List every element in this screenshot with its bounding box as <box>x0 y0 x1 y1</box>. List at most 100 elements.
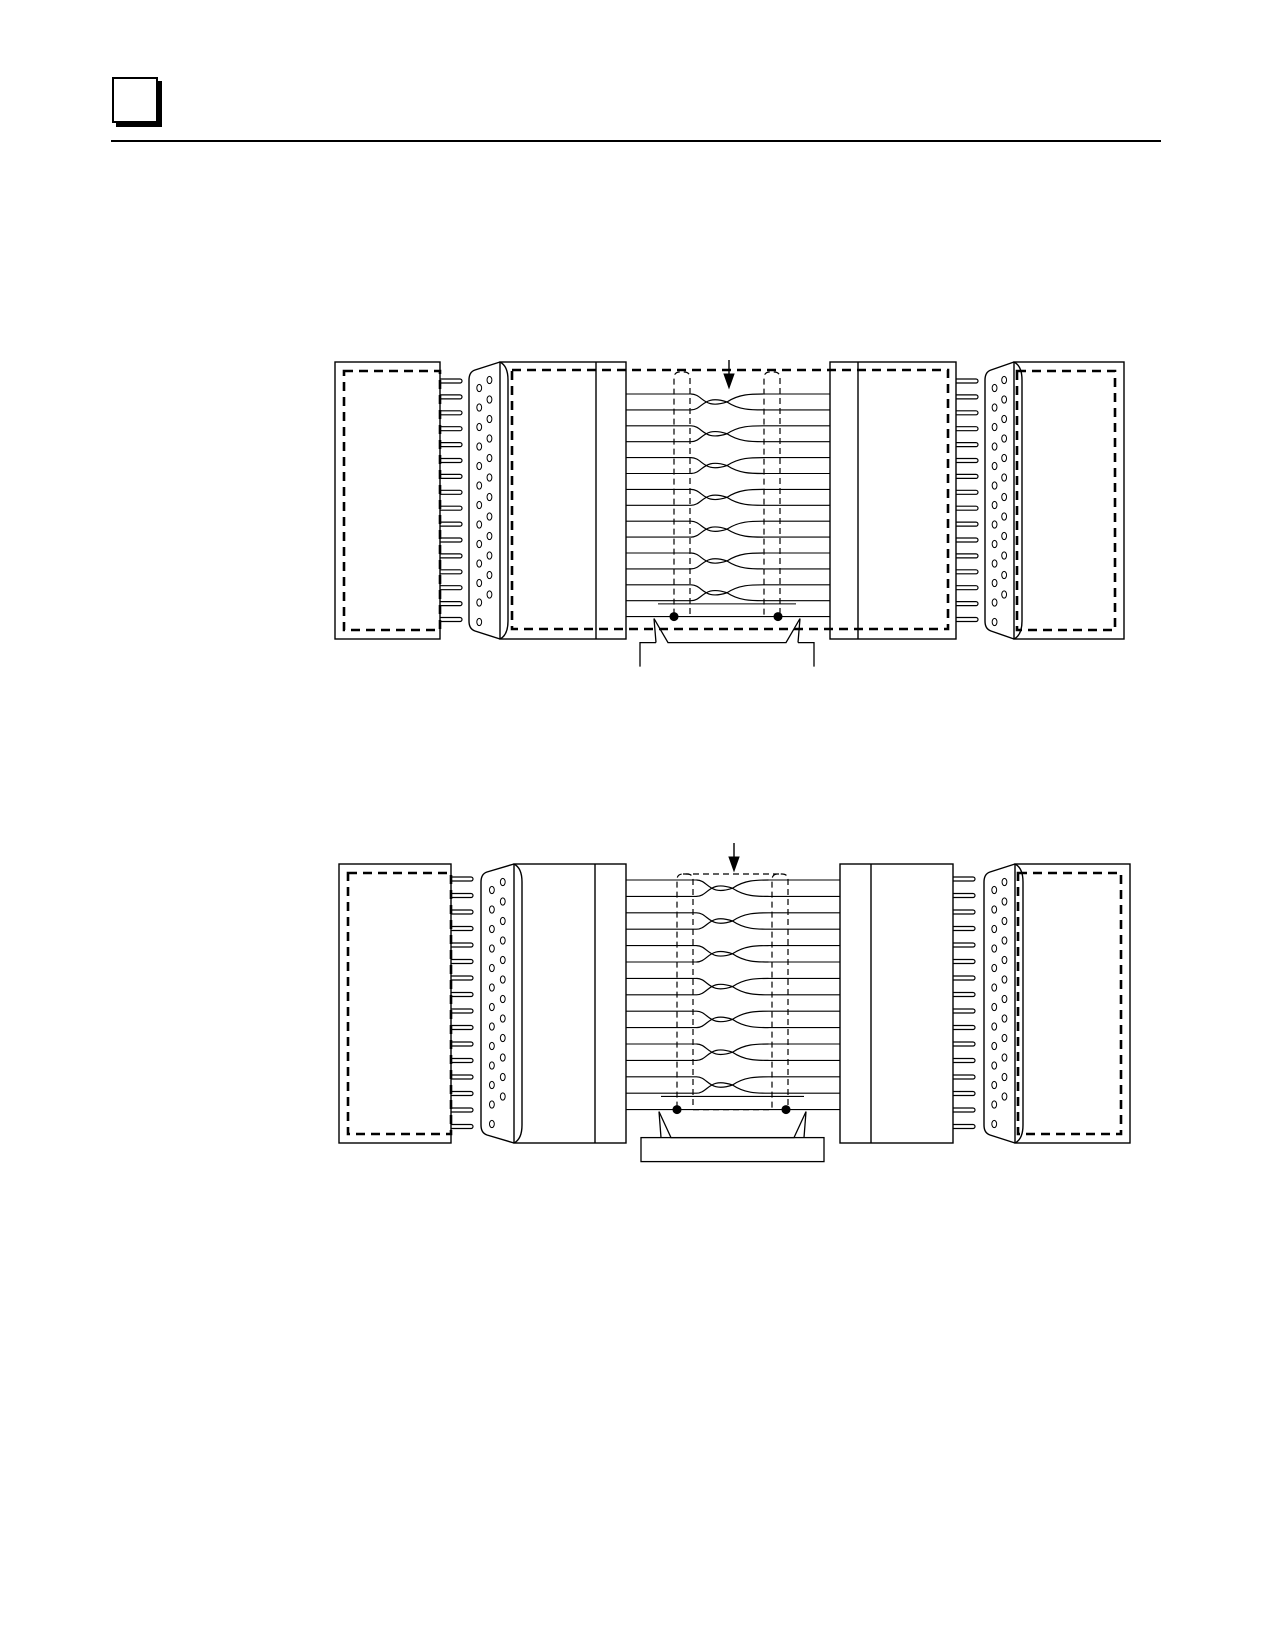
plug-pin-socket <box>499 877 506 887</box>
left-connector-body <box>513 863 627 1144</box>
pointer-arrowhead <box>723 373 735 390</box>
right-connector-pin <box>956 457 979 464</box>
left-terminal-inner-dashed <box>346 871 453 1136</box>
plug-pin-socket <box>476 500 483 510</box>
right-connector-pin <box>956 410 979 416</box>
ground-block <box>640 1136 825 1163</box>
plug-pin-socket <box>488 885 495 895</box>
plug-pin-socket <box>1001 877 1008 887</box>
plug-pin-socket <box>486 531 493 541</box>
right-terminal-inner-dashed <box>1015 369 1117 632</box>
right-connector-pin <box>956 442 979 448</box>
plug-pin-socket <box>991 383 998 393</box>
left-connector-pin <box>440 457 463 464</box>
ground-block-edge <box>658 1111 662 1138</box>
right-connector-pin <box>953 1107 976 1113</box>
right-connector-pin <box>956 521 979 527</box>
plug-pin-socket <box>476 422 483 432</box>
plug-pin-socket <box>486 590 493 599</box>
twisted-pair-strand <box>696 885 769 897</box>
drain-connection-dot <box>781 1105 791 1115</box>
plug-pin-socket <box>488 924 495 934</box>
right-connector-body <box>829 361 957 640</box>
plug-pin-socket <box>499 1014 506 1023</box>
right-terminal-inner-dashed <box>1016 871 1123 1136</box>
plug-pin-socket <box>991 1080 998 1090</box>
right-connector-pin <box>953 1074 976 1080</box>
plug-pin-socket <box>1001 1072 1008 1082</box>
plug-pin-socket <box>991 442 998 451</box>
plug-pin-socket <box>499 1033 506 1043</box>
plug-pin-socket <box>991 885 998 895</box>
right-connector-pin <box>953 1008 976 1014</box>
plug-pin-socket <box>488 944 495 953</box>
plug-pin-socket <box>991 1100 998 1109</box>
plug-pin-socket <box>991 520 998 529</box>
plug-pin-socket <box>991 1119 998 1129</box>
header-marker-box <box>112 77 158 123</box>
right-connector-pin <box>956 537 979 543</box>
cable-shield-right <box>771 873 789 1108</box>
right-dsub-plug-rim <box>1014 863 1024 1144</box>
left-connector-pin <box>451 1057 474 1064</box>
pointer-arrowhead <box>728 856 740 873</box>
left-dsub-plug <box>468 361 501 640</box>
plug-pin-socket <box>991 403 998 412</box>
plug-pin-socket <box>488 963 495 973</box>
plug-pin-socket <box>488 1041 495 1051</box>
left-connector-pin <box>451 991 474 998</box>
twisted-pair-strand <box>690 590 764 602</box>
right-connector-pin <box>953 958 976 965</box>
plug-pin-socket <box>499 1072 506 1082</box>
plug-pin-socket <box>486 492 493 502</box>
plug-pin-socket <box>991 539 998 549</box>
plug-pin-socket <box>1001 473 1008 482</box>
plug-pin-socket <box>499 916 506 926</box>
plug-pin-socket <box>486 395 493 404</box>
twisted-pair-strand <box>690 494 764 506</box>
plug-pin-socket <box>1001 531 1008 541</box>
left-connector-pin <box>440 410 463 416</box>
right-connector-pin <box>956 601 979 607</box>
twisted-pair-strand <box>690 462 764 475</box>
right-connector-pin <box>956 553 979 559</box>
right-dsub-plug <box>984 361 1015 640</box>
plug-pin-socket <box>476 520 483 529</box>
left-connector-pin <box>451 1041 474 1047</box>
left-connector-pin <box>440 442 463 448</box>
plug-pin-socket <box>499 955 506 965</box>
ground-block-edge <box>803 1111 807 1138</box>
plug-pin-socket <box>1001 1092 1008 1101</box>
plug-pin-socket <box>991 983 998 992</box>
twisted-pair-strand <box>696 918 769 930</box>
plug-pin-socket <box>499 994 506 1004</box>
drain-connection-dot <box>669 612 679 622</box>
cable-diagram-2 <box>338 843 1131 1163</box>
drain-connection-dot <box>672 1105 682 1115</box>
plug-pin-socket <box>488 1002 495 1012</box>
plug-pin-socket <box>476 617 483 627</box>
ground-block-trough <box>658 1111 807 1139</box>
plug-pin-socket <box>488 1080 495 1090</box>
plug-pin-socket <box>1001 936 1008 945</box>
plug-pin-socket <box>1001 1033 1008 1043</box>
plug-pin-socket <box>1001 453 1008 463</box>
left-connector-pin <box>451 958 474 965</box>
plug-pin-socket <box>499 897 506 906</box>
right-connector-pin <box>953 1057 976 1064</box>
plug-pin-socket <box>486 570 493 580</box>
outer-dashed-enclosure <box>510 368 950 631</box>
plug-pin-socket <box>488 1100 495 1109</box>
left-connector-pin <box>451 1024 474 1031</box>
right-connector-pin <box>953 909 976 915</box>
right-dsub-plug-rim <box>1013 361 1023 640</box>
twisted-pair-strand <box>696 1016 769 1029</box>
twisted-pair-strand <box>690 399 764 411</box>
right-connector-pin <box>953 876 976 882</box>
plug-pin-socket <box>1001 395 1008 404</box>
cable-shield-left <box>676 873 694 1108</box>
right-dsub-plug <box>983 863 1016 1144</box>
twisted-pair-strand <box>696 1082 769 1094</box>
plug-pin-socket <box>1001 512 1008 521</box>
plug-pin-socket <box>991 1022 998 1031</box>
